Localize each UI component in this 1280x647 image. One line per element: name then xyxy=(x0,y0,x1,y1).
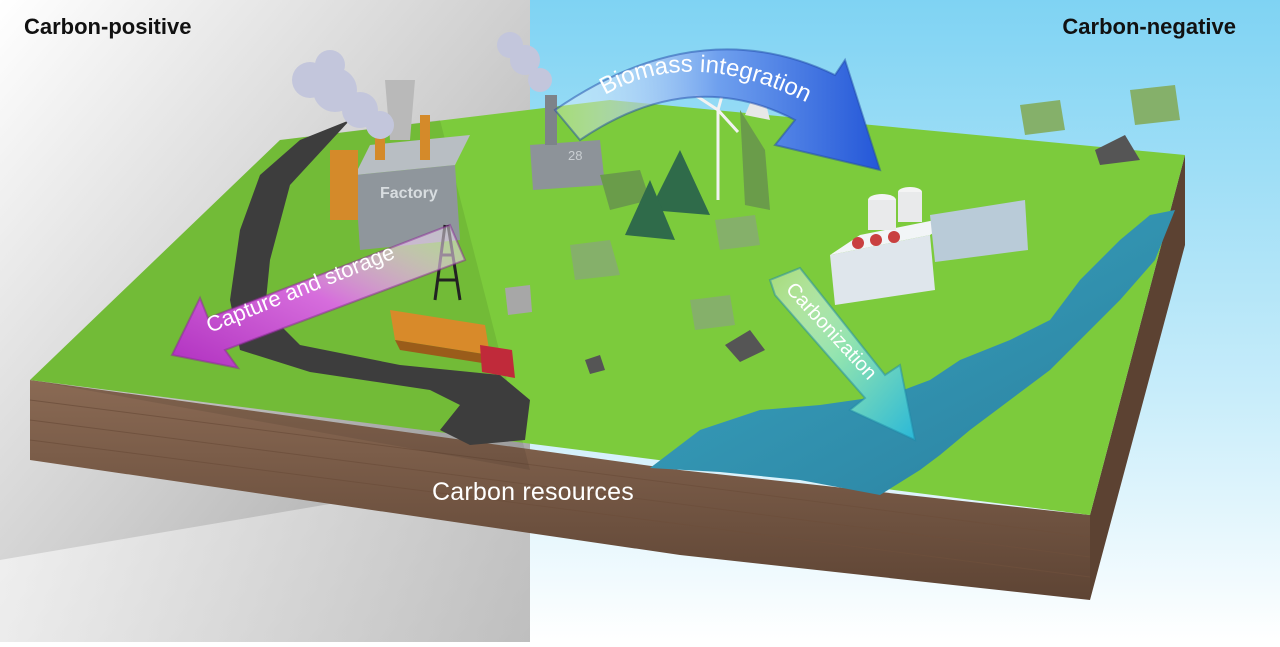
smoke-clouds-left xyxy=(292,50,394,139)
road xyxy=(230,120,530,445)
trees xyxy=(570,80,1180,330)
soil-right xyxy=(1090,155,1185,600)
soil-front xyxy=(30,380,1090,600)
carbon-resources-label: Carbon resources xyxy=(432,478,634,506)
power-plant: 28 xyxy=(530,95,605,190)
smoke-clouds-middle xyxy=(497,32,552,92)
carbon-positive-label: Carbon-positive xyxy=(24,14,192,39)
factory-sign: Factory xyxy=(380,185,438,202)
plant-number: 28 xyxy=(568,148,582,163)
river xyxy=(650,210,1175,495)
rocks xyxy=(505,135,1140,374)
carbon-negative-label: Carbon-negative xyxy=(1062,14,1236,39)
truck xyxy=(390,310,515,378)
biorefinery xyxy=(830,187,1028,305)
soil-strata xyxy=(29,399,1091,578)
factory: Factory xyxy=(330,80,470,250)
